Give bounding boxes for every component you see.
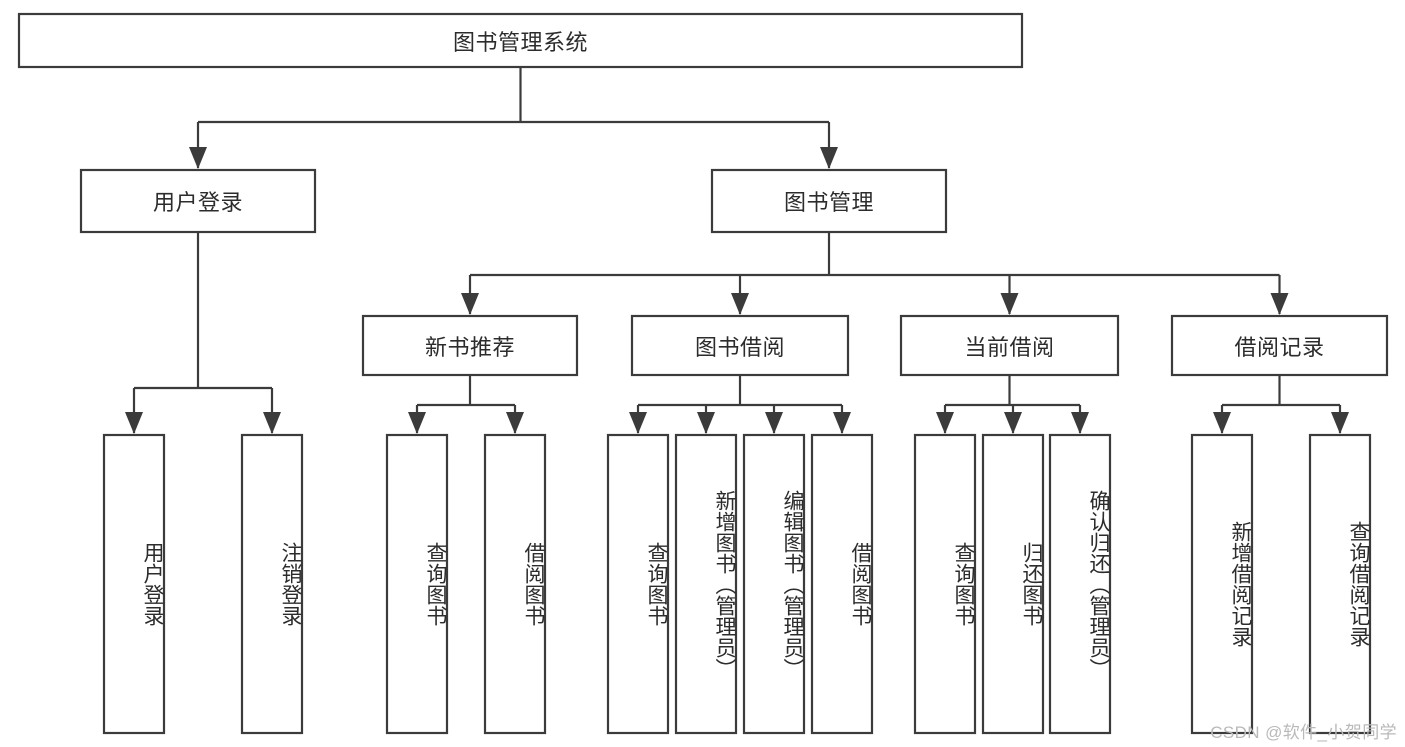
node-box-borrow-record[interactable] — [1170, 314, 1389, 377]
node-box-root[interactable] — [17, 12, 1024, 69]
arrow-head-icon — [629, 412, 647, 434]
node-box-leaf-borrow-book[interactable] — [810, 433, 874, 735]
arrow-head-icon — [1331, 412, 1349, 434]
arrow-head-icon — [189, 147, 207, 169]
node-box-leaf-confirm-return-admin[interactable] — [1048, 433, 1112, 735]
node-box-book-borrow[interactable] — [630, 314, 850, 377]
arrow-head-icon — [506, 412, 524, 434]
node-box-leaf-add-borrow-record[interactable] — [1190, 433, 1254, 735]
node-box-leaf-query-borrow-record[interactable] — [1308, 433, 1372, 735]
arrow-head-icon — [833, 412, 851, 434]
arrow-head-icon — [461, 293, 479, 315]
arrow-head-icon — [263, 412, 281, 434]
arrow-head-icon — [1004, 412, 1022, 434]
node-box-leaf-add-book-admin[interactable] — [674, 433, 738, 735]
arrow-head-icon — [1270, 293, 1289, 315]
arrow-head-icon — [1213, 412, 1231, 434]
node-box-book-management[interactable] — [710, 168, 948, 234]
arrow-head-icon — [125, 412, 143, 434]
node-box-user-login[interactable] — [79, 168, 317, 234]
arrow-head-icon — [1071, 412, 1089, 434]
arrow-head-icon — [936, 412, 954, 434]
node-box-leaf-return-book[interactable] — [981, 433, 1045, 735]
node-box-layer — [17, 12, 1389, 735]
node-box-leaf-logout[interactable] — [240, 433, 304, 735]
arrow-head-icon — [697, 412, 715, 434]
arrow-head-icon — [765, 412, 783, 434]
node-box-leaf-query-book-borrow[interactable] — [606, 433, 670, 735]
node-box-leaf-query-book-current[interactable] — [913, 433, 977, 735]
arrow-head-icon — [820, 147, 838, 169]
arrow-head-icon — [731, 293, 749, 315]
node-box-current-borrow[interactable] — [899, 314, 1120, 377]
connector-layer — [125, 67, 1349, 434]
node-box-leaf-edit-book-admin[interactable] — [742, 433, 806, 735]
node-box-leaf-user-login[interactable] — [102, 433, 166, 735]
node-box-leaf-query-book-recommend[interactable] — [385, 433, 449, 735]
arrow-head-icon — [1000, 293, 1019, 315]
arrow-head-icon — [408, 412, 426, 434]
node-box-new-book-recommend[interactable] — [361, 314, 579, 377]
csdn-watermark: CSDN @软件_小贺同学 — [1210, 723, 1397, 742]
node-box-leaf-borrow-book-recommend[interactable] — [483, 433, 547, 735]
